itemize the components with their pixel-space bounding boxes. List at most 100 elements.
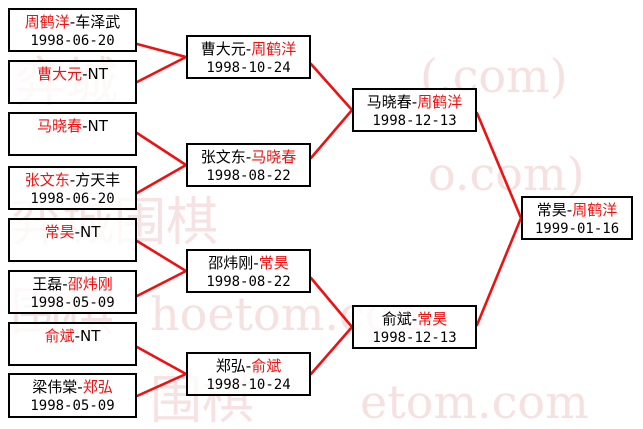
player-separator: - xyxy=(74,223,81,241)
player-winner: 张文东 xyxy=(24,171,70,189)
match-box-final[interactable]: 常昊-周鹤洋 1999-01-16 xyxy=(521,196,633,240)
player-separator: - xyxy=(82,65,88,83)
player-winner: 常昊 xyxy=(44,223,75,241)
match-box-r1m1[interactable]: 周鹤洋-车泽武 1998-06-20 xyxy=(8,8,137,52)
match-date: 1998-08-22 xyxy=(206,168,291,184)
player-winner: 马晓春 xyxy=(251,148,297,166)
player-loser: 梁伟棠 xyxy=(32,378,78,396)
match-date: 1998-06-20 xyxy=(30,33,115,49)
match-players: 俞斌-常昊 xyxy=(382,310,447,329)
player-winner: 俞斌 xyxy=(251,357,282,375)
match-box-r2m3[interactable]: 邵炜刚-常昊 1998-08-22 xyxy=(186,249,311,293)
player-separator: - xyxy=(62,275,68,293)
player-loser: NT xyxy=(80,223,101,241)
connector-r1m7-r2m4 xyxy=(135,345,188,376)
player-loser: NT xyxy=(87,117,108,135)
player-loser: 方天丰 xyxy=(75,171,121,189)
player-winner: 郑弘 xyxy=(82,378,113,396)
match-box-r1m5[interactable]: 常昊-NT xyxy=(8,218,137,262)
watermark-text: etom.com xyxy=(360,375,589,429)
match-date: 1998-10-24 xyxy=(206,60,291,76)
match-box-r2m1[interactable]: 曹大元-周鹤洋 1998-10-24 xyxy=(186,35,311,79)
player-separator: - xyxy=(245,40,252,58)
player-winner: 曹大元 xyxy=(37,65,83,83)
player-loser: NT xyxy=(80,327,101,345)
player-loser: 俞斌 xyxy=(381,310,412,328)
match-players: 马晓春-周鹤洋 xyxy=(367,93,462,112)
player-loser: 张文东 xyxy=(200,148,246,166)
player-winner: 周鹤洋 xyxy=(24,13,70,31)
player-separator: - xyxy=(566,201,573,219)
connector-r3m2-final xyxy=(475,216,523,327)
match-players: 王磊-邵炜刚 xyxy=(32,275,112,294)
match-date: 1998-08-22 xyxy=(206,274,291,290)
player-winner: 邵炜刚 xyxy=(67,275,113,293)
match-date: 1998-05-09 xyxy=(30,295,115,311)
match-box-r3m1[interactable]: 马晓春-周鹤洋 1998-12-13 xyxy=(352,88,477,132)
player-winner: 常昊 xyxy=(417,310,448,328)
player-winner: 周鹤洋 xyxy=(417,93,463,111)
player-loser: NT xyxy=(87,65,108,83)
player-winner: 周鹤洋 xyxy=(572,201,618,219)
match-date: 1999-01-16 xyxy=(534,221,620,237)
match-players: 郑弘-俞斌 xyxy=(216,357,281,376)
connector-r1m4-r2m2 xyxy=(135,163,188,195)
match-date: 1998-12-13 xyxy=(372,330,457,346)
match-players: 曹大元-NT xyxy=(37,65,108,84)
player-loser: 马晓春 xyxy=(366,93,412,111)
player-separator: - xyxy=(411,93,418,111)
connector-r2m1-r3m1 xyxy=(309,62,354,112)
connector-r1m2-r2m1 xyxy=(135,55,188,84)
match-players: 张文东-方天丰 xyxy=(25,171,120,190)
connector-r1m3-r2m2 xyxy=(135,131,188,167)
player-winner: 马晓春 xyxy=(37,117,83,135)
player-separator: - xyxy=(82,117,88,135)
connector-r1m6-r2m3 xyxy=(135,269,188,298)
watermark-text: o.com) xyxy=(428,147,585,201)
connector-r2m4-r3m2 xyxy=(309,325,354,376)
connector-r2m3-r3m2 xyxy=(309,276,354,329)
player-loser: 邵炜刚 xyxy=(208,254,254,272)
match-date: 1998-10-24 xyxy=(206,377,291,393)
match-players: 常昊-周鹤洋 xyxy=(537,201,617,220)
match-players: 邵炜刚-常昊 xyxy=(208,254,288,273)
connector-r1m1-r2m1 xyxy=(135,42,188,59)
match-players: 梁伟棠-郑弘 xyxy=(32,378,112,397)
player-separator: - xyxy=(77,378,83,396)
connector-r3m1-final xyxy=(475,111,523,220)
match-box-r1m6[interactable]: 王磊-邵炜刚 1998-05-09 xyxy=(8,270,137,314)
player-winner: 俞斌 xyxy=(44,327,75,345)
connector-r1m5-r2m3 xyxy=(135,239,188,273)
player-separator: - xyxy=(69,13,76,31)
connector-r1m8-r2m4 xyxy=(135,372,188,398)
player-separator: - xyxy=(245,357,252,375)
player-winner: 周鹤洋 xyxy=(251,40,297,58)
player-loser: 车泽武 xyxy=(75,13,121,31)
player-loser: 曹大元 xyxy=(200,40,246,58)
player-separator: - xyxy=(411,310,418,328)
match-box-r3m2[interactable]: 俞斌-常昊 1998-12-13 xyxy=(352,305,477,349)
player-winner: 常昊 xyxy=(258,254,289,272)
match-players: 曹大元-周鹤洋 xyxy=(201,40,296,59)
match-box-r1m3[interactable]: 马晓春-NT xyxy=(8,112,137,156)
match-players: 马晓春-NT xyxy=(37,117,108,136)
match-players: 张文东-马晓春 xyxy=(201,148,296,167)
match-box-r1m7[interactable]: 俞斌-NT xyxy=(8,322,137,366)
player-separator: - xyxy=(245,148,252,166)
player-separator: - xyxy=(69,171,76,189)
player-loser: 常昊 xyxy=(536,201,567,219)
match-box-r1m2[interactable]: 曹大元-NT xyxy=(8,60,137,104)
match-players: 周鹤洋-车泽武 xyxy=(25,13,120,32)
match-box-r2m2[interactable]: 张文东-马晓春 1998-08-22 xyxy=(186,143,311,187)
player-loser: 王磊 xyxy=(32,275,63,293)
match-box-r1m4[interactable]: 张文东-方天丰 1998-06-20 xyxy=(8,166,137,210)
player-separator: - xyxy=(74,327,81,345)
match-date: 1998-12-13 xyxy=(372,113,457,129)
match-box-r2m4[interactable]: 郑弘-俞斌 1998-10-24 xyxy=(186,352,311,396)
match-box-r1m8[interactable]: 梁伟棠-郑弘 1998-05-09 xyxy=(8,373,137,418)
connector-r2m2-r3m1 xyxy=(309,108,354,160)
match-players: 俞斌-NT xyxy=(45,327,101,346)
match-players: 常昊-NT xyxy=(45,223,101,242)
match-date: 1998-06-20 xyxy=(30,191,115,207)
